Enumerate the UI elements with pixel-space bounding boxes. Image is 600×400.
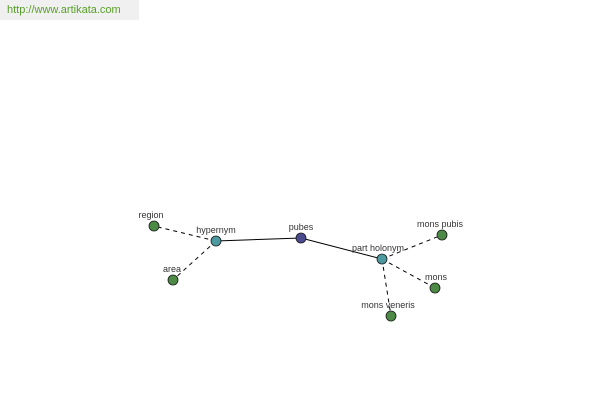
node-label-pubes: pubes bbox=[289, 222, 314, 232]
node-pubes[interactable]: pubes bbox=[289, 222, 314, 244]
node-part-holonym[interactable]: part holonym bbox=[352, 243, 404, 265]
node-label-mons-pubis: mons pubis bbox=[417, 219, 464, 229]
node-mons-veneris[interactable]: mons veneris bbox=[361, 300, 415, 322]
node-label-hypernym: hypernym bbox=[196, 225, 236, 235]
node-label-area: area bbox=[163, 264, 181, 274]
node-marker-hypernym[interactable] bbox=[210, 235, 222, 247]
edge-pubes-to-part-holonym bbox=[300, 237, 383, 260]
node-marker-mons-veneris[interactable] bbox=[385, 310, 397, 322]
edge-pubes-to-hypernym bbox=[215, 237, 302, 242]
node-label-mons: mons bbox=[425, 272, 448, 282]
edges-layer bbox=[153, 225, 443, 317]
node-label-region: region bbox=[138, 210, 163, 220]
node-marker-pubes[interactable] bbox=[295, 232, 307, 244]
node-area[interactable]: area bbox=[163, 264, 181, 286]
node-region[interactable]: region bbox=[138, 210, 164, 232]
edge-hypernym-to-region bbox=[153, 225, 217, 242]
node-marker-mons-pubis[interactable] bbox=[436, 229, 448, 241]
node-marker-region[interactable] bbox=[148, 220, 160, 232]
node-label-mons-veneris: mons veneris bbox=[361, 300, 415, 310]
node-marker-mons[interactable] bbox=[429, 282, 441, 294]
nodes-layer: pubes hypernym part holonym region area mons … bbox=[138, 210, 464, 322]
node-mons[interactable]: mons bbox=[425, 272, 448, 294]
node-mons-pubis[interactable]: mons pubis bbox=[417, 219, 464, 241]
node-marker-part-holonym[interactable] bbox=[376, 253, 388, 265]
edge-hypernym-to-area bbox=[172, 240, 217, 281]
edge-part-holonym-to-mons-veneris bbox=[381, 258, 392, 317]
edge-part-holonym-to-mons-pubis bbox=[381, 234, 443, 260]
node-hypernym[interactable]: hypernym bbox=[196, 225, 236, 247]
node-label-part-holonym: part holonym bbox=[352, 243, 404, 253]
edge-part-holonym-to-mons bbox=[381, 258, 436, 289]
site-watermark[interactable]: http://www.artikata.com bbox=[0, 0, 139, 20]
node-marker-area[interactable] bbox=[167, 274, 179, 286]
